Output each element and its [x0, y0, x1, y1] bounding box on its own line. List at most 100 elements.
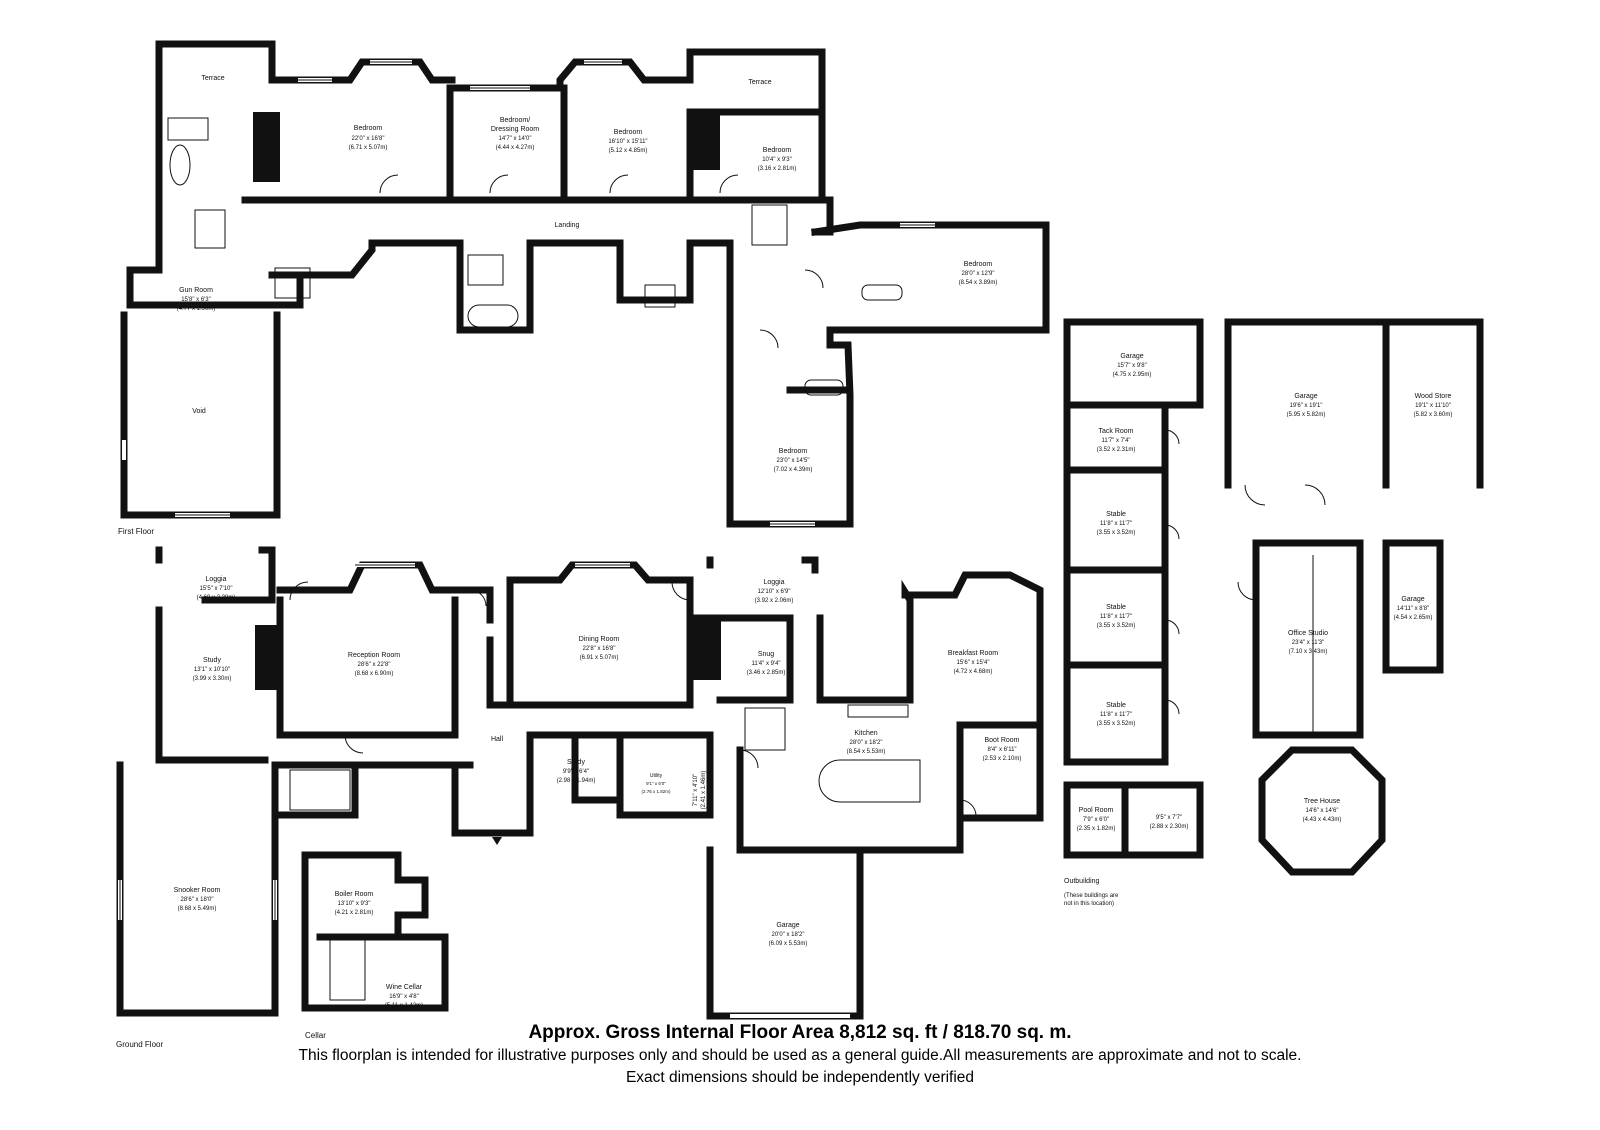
room-name: Boot Room [984, 737, 1019, 744]
room-metric: (3.52 x 2.31m) [1097, 447, 1136, 453]
room-name: Garage [1294, 393, 1317, 400]
room-metric: (8.54 x 3.89m) [959, 280, 998, 286]
room-metric: (2.53 x 2.10m) [983, 756, 1022, 762]
room-imperial: 11'7" x 7'4" [1101, 438, 1130, 444]
room-name: Boiler Room [335, 891, 374, 898]
room-name: Garage [776, 922, 799, 929]
room-name: Bedroom [964, 261, 993, 268]
room-imperial: 15'5" x 7'10" [200, 586, 233, 592]
wall-hall-studies [451, 731, 714, 837]
wall-wood-store [1382, 318, 1484, 489]
room-imperial: 15'7" x 9'8" [1117, 363, 1147, 369]
outbuilding-note: (These buildings are [1064, 893, 1119, 899]
room-name: Breakfast Room [948, 650, 998, 657]
wall-loggia-r2 [801, 556, 819, 574]
room-name: Snug [758, 651, 774, 658]
shower-fixture [644, 284, 676, 308]
wall-stair [271, 761, 359, 819]
floor-area-heading: Approx. Gross Internal Floor Area 8,812 … [528, 1022, 1072, 1043]
room-imperial: 9'1" x 6'0" [646, 781, 666, 786]
room-imperial: 11'8" x 11'7" [1100, 712, 1132, 718]
room-metric: (6.71 x 5.07m) [349, 145, 388, 151]
room-name: Snooker Room [174, 887, 221, 894]
room-name: Terrace [748, 79, 771, 86]
room-imperial: 28'6" x 18'0" [181, 897, 214, 903]
room-metric: (3.55 x 3.52m) [1097, 721, 1136, 727]
room-metric: (2.41 x 1.46m) [701, 771, 707, 810]
staircase [329, 939, 366, 1001]
solid-blocks [253, 112, 721, 690]
room-name: Bedroom [354, 125, 383, 132]
room-imperial: 13'10" x 9'3" [338, 901, 371, 907]
wall-terrace-right [686, 48, 826, 116]
room-metric: (3.46 x 2.85m) [747, 670, 786, 676]
room-metric: (5.82 x 3.60m) [1414, 412, 1453, 418]
staircase [751, 204, 788, 246]
wall-east-link [811, 196, 834, 236]
verification-note: Exact dimensions should be independently… [625, 1069, 975, 1086]
room-metric: (4.69 x 2.38m) [197, 595, 236, 601]
room-imperial: 22'8" x 16'8" [583, 646, 616, 652]
kitchen-worktop [847, 704, 909, 718]
room-metric: (3.99 x 3.30m) [193, 676, 232, 682]
room-imperial: 7'9" x 6'0" [1083, 817, 1109, 823]
room-metric: (4.21 x 2.81m) [335, 910, 374, 916]
wall-cellar [301, 851, 449, 1012]
room-name: Loggia [205, 576, 226, 583]
stairs [274, 204, 788, 1001]
room-metric: (7.10 x 3.43m) [1289, 649, 1328, 655]
room-metric: (4.72 x 4.68m) [954, 669, 993, 675]
room-name: Gun Room [179, 287, 213, 294]
room-metric: (4.54 x 2.65m) [1394, 615, 1433, 621]
room-imperial: 19'1" x 11'10" [1415, 403, 1451, 409]
room-metric: (2.98 x 1.94m) [557, 778, 596, 784]
room-name: Utility [650, 773, 663, 779]
room-name: Stable [1106, 702, 1126, 709]
wall-loggia-l2 [201, 546, 276, 604]
room-name: Tack Room [1098, 428, 1133, 435]
room-name: Bedroom [763, 147, 792, 154]
room-metric: (4.75 x 2.95m) [1113, 372, 1152, 378]
disclaimer-text: This floorplan is intended for illustrat… [298, 1047, 1302, 1064]
room-name: Void [192, 408, 206, 415]
staircase [289, 769, 351, 811]
wall-north-1 [268, 58, 456, 84]
walls [116, 40, 1484, 1020]
floor-label-outbuilding: Outbuilding [1064, 878, 1100, 885]
wall-study-mid [571, 731, 624, 804]
wall-west-first [126, 108, 163, 309]
room-metric: (5.11 x 1.42m) [385, 1003, 423, 1009]
wall-terrace-left [155, 40, 276, 116]
wall-landing-bottom [268, 239, 734, 334]
room-metric: (6.91 x 5.07m) [580, 655, 619, 661]
room-name: Bedroom [614, 129, 643, 136]
floor-label-cellar: Cellar [305, 1031, 326, 1040]
wall-reception-top [276, 561, 494, 624]
room-name: Kitchen [854, 730, 877, 737]
window-lines [119, 61, 935, 920]
floor-label-ground: Ground Floor [116, 1040, 163, 1049]
wall-north-2 [448, 58, 694, 92]
room-metric: (5.95 x 5.82m) [1287, 412, 1326, 418]
room-imperial: 14'11" x 8'8" [1397, 606, 1429, 612]
shower-fixture [194, 209, 226, 249]
room-imperial: 11'8" x 11'7" [1100, 521, 1132, 527]
room-metric: (8.68 x 5.49m) [178, 906, 217, 912]
room-name: Loggia [763, 579, 784, 586]
room-metric: (3.16 x 2.81m) [758, 166, 797, 172]
room-name: Garage [1401, 596, 1424, 603]
room-name: Garage [1120, 353, 1143, 360]
room-imperial: 7'11" x 4'10" [693, 774, 699, 806]
wall-out-garage1 [1063, 318, 1204, 409]
basin-fixture [167, 117, 209, 141]
room-name: Terrace [201, 75, 224, 82]
room-name: Reception Room [348, 652, 400, 659]
door-swings [289, 174, 1326, 817]
shower-fixture [467, 254, 504, 286]
wall-stables [1063, 401, 1169, 766]
room-name: Office Studio [1288, 630, 1328, 637]
room-imperial: 23'4" x 11'3" [1292, 640, 1324, 646]
room-metric: (2.76 x 1.82m) [641, 789, 671, 794]
outbuilding-note: not in this location) [1064, 901, 1114, 907]
